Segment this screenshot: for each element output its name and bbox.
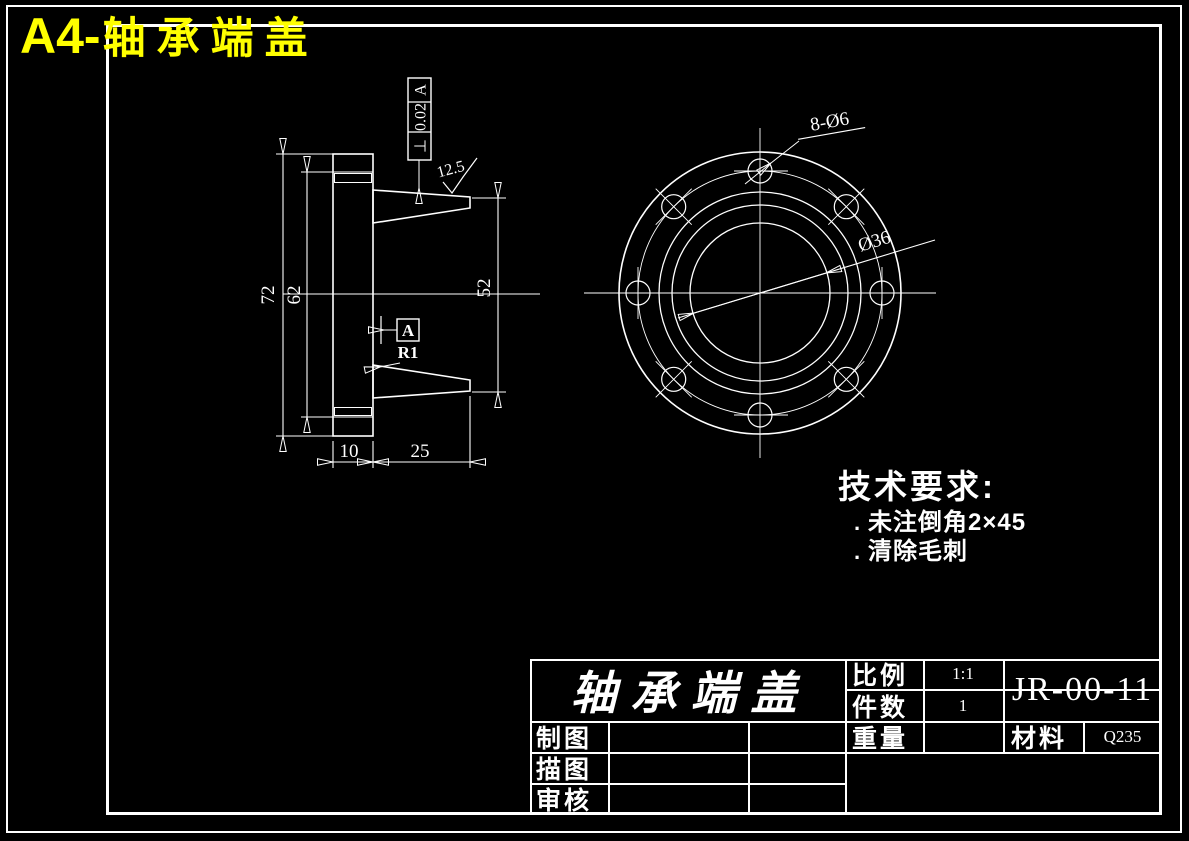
tolerance-datum-text: A (413, 84, 430, 96)
sheet-outer-border (6, 5, 1182, 833)
callout-underline (798, 126, 866, 140)
tolerance-value-text: 0.02 (413, 103, 430, 131)
flange-step-gap-top (334, 173, 372, 183)
bolt-holes (625, 158, 895, 428)
holes-callout: 8-Ø6 (798, 108, 866, 140)
tech-req-bullet: . (854, 539, 862, 564)
hole-centerline (827, 188, 865, 226)
hole-centerline (655, 188, 693, 226)
flange-step-gap-bottom (334, 407, 372, 416)
checked-label: 审核 (536, 786, 593, 813)
tolerance-frame: A 0.02 ⊥ (407, 77, 432, 204)
scale-label: 比例 (852, 662, 909, 687)
technical-requirements: 技术要求: .未注倒角2×45 .清除毛刺 (838, 460, 1026, 566)
part-name: 轴承端盖 (570, 668, 811, 719)
drawing-number: JR-00-11 (1011, 671, 1154, 708)
traced-label: 描图 (536, 755, 593, 782)
dim-text-25: 25 (411, 441, 430, 462)
bolt-hole (833, 194, 859, 220)
material-value: Q235 (1103, 726, 1142, 746)
holes-leader-tail (744, 162, 772, 185)
title-block: 轴承端盖 制图 描图 审核 比例 件数 重量 1:1 1 JR-00-11 材料… (530, 659, 1162, 815)
front-view: Ø36 8-Ø6 (584, 108, 936, 458)
sheet-title-text: 轴承端盖 (102, 16, 319, 63)
tech-req-text: 未注倒角2×45 (868, 509, 1027, 536)
boss-upper-section (372, 189, 471, 224)
title-block-line (530, 659, 532, 815)
perpendicularity-icon: ⊥ (411, 139, 430, 153)
sheet-title: A4-轴承端盖 (20, 4, 319, 66)
qty-value: 1 (958, 695, 968, 715)
sheet-inner-frame (106, 24, 1162, 815)
material-label: 材料 (1011, 724, 1068, 751)
qty-label: 件数 (852, 693, 909, 720)
flange-section (332, 153, 374, 437)
title-block-line (748, 721, 750, 815)
bore-dim-text: Ø36 (856, 227, 893, 257)
title-block-line (530, 783, 845, 785)
bolt-hole (833, 366, 859, 392)
bolt-hole (661, 194, 687, 220)
dim-text-52: 52 (474, 279, 495, 298)
tech-req-bullet: . (854, 510, 862, 535)
title-block-line (923, 659, 925, 752)
fillet-label: R1 (398, 343, 419, 362)
hole-centerline (655, 360, 693, 398)
surface-finish-value: 12.5 (435, 158, 466, 182)
dim-arrow (677, 292, 761, 322)
bolt-hole (661, 366, 687, 392)
roughness-icon (442, 157, 478, 194)
dim-arrow (759, 264, 843, 294)
dim-text-10: 10 (340, 441, 359, 462)
scale-value: 1:1 (952, 664, 974, 683)
dim-text-62: 62 (284, 286, 305, 305)
holes-leader (756, 140, 800, 176)
drafted-label: 制图 (536, 724, 593, 751)
title-block-line (845, 659, 847, 815)
tech-req-item: .未注倒角2×45 (854, 508, 1026, 537)
sheet-size-label: A4- (20, 8, 101, 64)
hole-centerline (827, 360, 865, 398)
fillet-leader (363, 362, 401, 374)
title-block-line (1003, 659, 1005, 754)
dim-text-72: 72 (258, 286, 279, 305)
boss-lower-section (372, 364, 471, 399)
section-view: 72 62 52 10 25 R1 A (258, 77, 540, 468)
tech-req-text: 清除毛刺 (868, 538, 968, 565)
tech-req-title: 技术要求: (838, 468, 996, 505)
tech-req-item: .清除毛刺 (854, 537, 1026, 566)
weight-label: 重量 (852, 724, 909, 751)
surface-finish-symbol: 12.5 (435, 157, 478, 194)
title-block-line (1083, 721, 1085, 754)
datum-label: A (402, 321, 415, 340)
title-block-line (608, 721, 610, 815)
